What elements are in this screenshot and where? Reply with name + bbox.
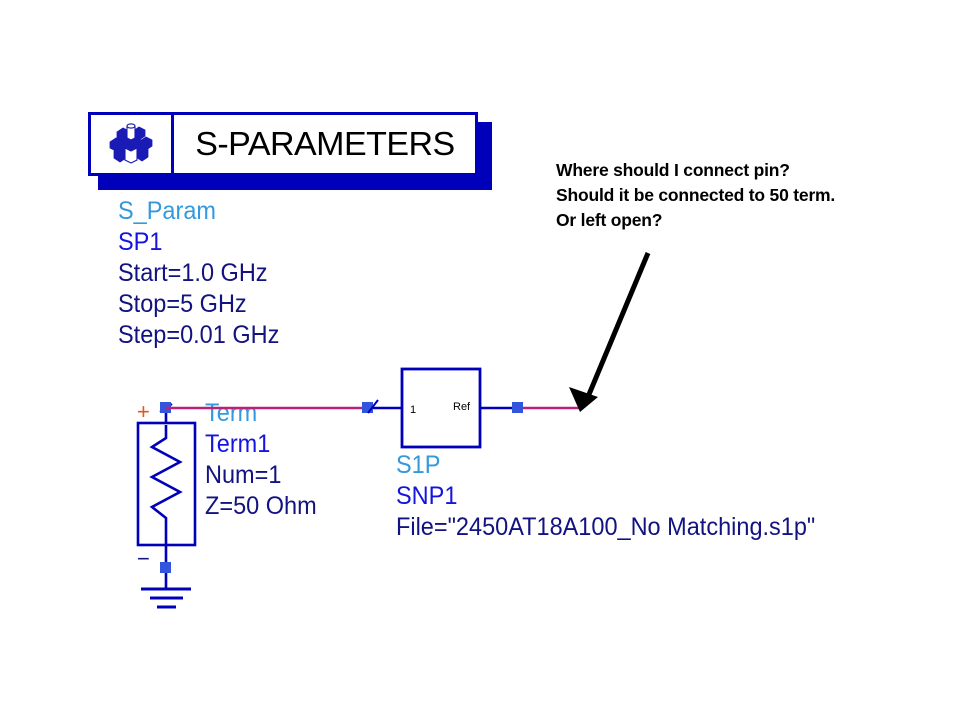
- annotation-text: Where should I connect pin? Should it be…: [556, 158, 835, 233]
- header-title-cell: S-PARAMETERS: [174, 115, 475, 173]
- term-component[interactable]: + −: [136, 399, 197, 573]
- s1p-instance-label: SNP1: [396, 482, 458, 510]
- annotation-line-2: Should it be connected to 50 term.: [556, 185, 836, 205]
- sparam-type-label: S_Param: [118, 197, 216, 225]
- page-title: S-PARAMETERS: [194, 125, 455, 162]
- arrow-head: [569, 387, 598, 412]
- s1p-left-pin[interactable]: [362, 402, 373, 413]
- term-top-pin[interactable]: [160, 402, 171, 413]
- s1p-type-label: S1P: [396, 451, 441, 479]
- annotation-arrow: [569, 252, 651, 412]
- term-minus-label: −: [137, 546, 150, 571]
- term-instance-label: Term1: [205, 430, 271, 458]
- s1p-left-pin-group[interactable]: [362, 399, 402, 414]
- s-parameters-gear-icon: [109, 123, 153, 164]
- s1p-port1-label: 1: [410, 404, 416, 416]
- term-bottom-pin[interactable]: [160, 562, 171, 573]
- ground-symbol[interactable]: [141, 573, 191, 609]
- sparam-instance-label: SP1: [118, 228, 163, 256]
- s-parameters-header[interactable]: S-PARAMETERS: [88, 112, 492, 190]
- annotation-line-3: Or left open?: [556, 210, 663, 230]
- term-impedance-line: Z=50 Ohm: [205, 492, 317, 520]
- header-box[interactable]: S-PARAMETERS: [88, 112, 478, 176]
- term-num-line: Num=1: [205, 461, 282, 489]
- s1p-ref-label: Ref: [453, 401, 471, 413]
- annotation-line-1: Where should I connect pin?: [556, 160, 790, 180]
- sparam-parameter-block[interactable]: S_Param SP1 Start=1.0 GHz Stop=5 GHz Ste…: [118, 196, 279, 351]
- s1p-left-pin-tick: [367, 399, 379, 414]
- arrow-shaft: [582, 252, 651, 405]
- s1p-parameter-block[interactable]: S1P SNP1 File="2450AT18A100_No Matching.…: [396, 450, 815, 543]
- s1p-file-line: File="2450AT18A100_No Matching.s1p": [396, 513, 816, 541]
- term-parameter-block[interactable]: Term Term1 Num=1 Z=50 Ohm: [205, 398, 317, 522]
- resistor-zigzag: [149, 425, 183, 545]
- s1p-component[interactable]: 1 Ref: [400, 367, 482, 449]
- sparam-stop-line: Stop=5 GHz: [118, 290, 247, 318]
- sparam-start-line: Start=1.0 GHz: [118, 259, 268, 287]
- sparam-step-line: Step=0.01 GHz: [118, 321, 280, 349]
- term-type-label: Term: [205, 399, 258, 427]
- s1p-right-pin[interactable]: [512, 402, 523, 413]
- header-icon-cell: [91, 115, 174, 173]
- term-plus-label: +: [137, 399, 150, 424]
